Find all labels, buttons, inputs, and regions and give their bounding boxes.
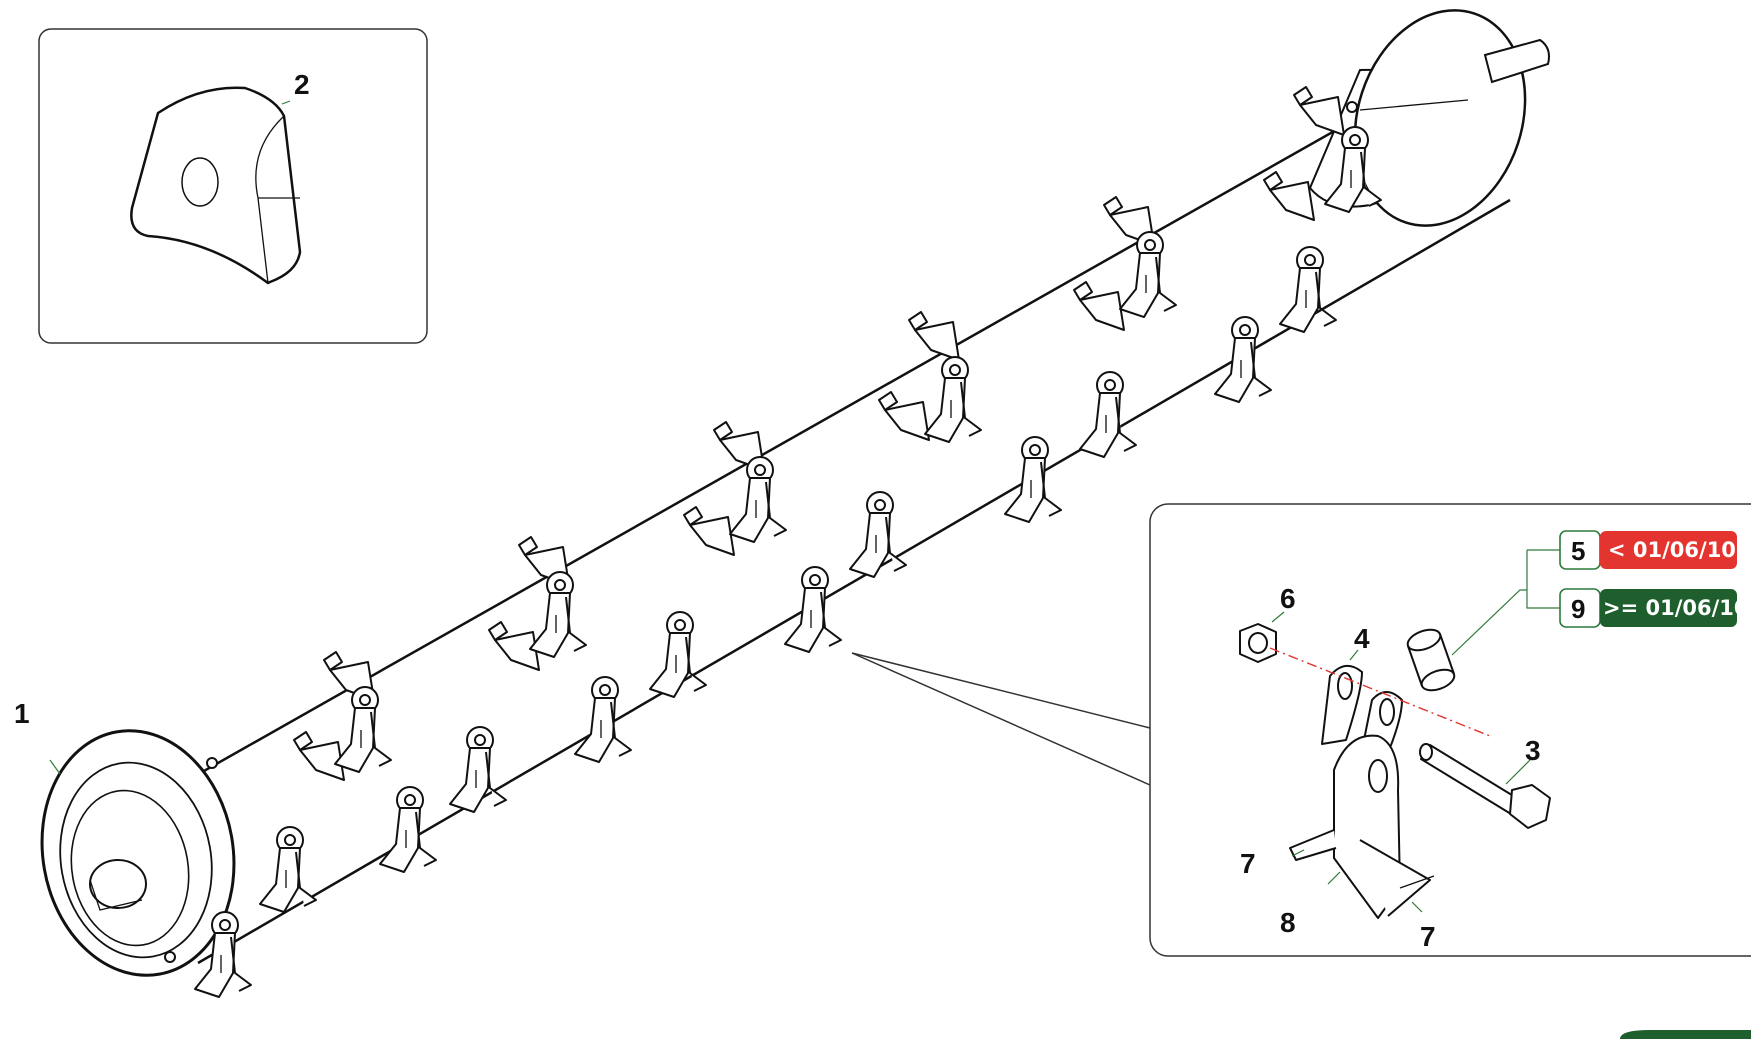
variant-badge-new: 9 >= 01/06/10 bbox=[1559, 588, 1749, 628]
callout-bolt: 3 bbox=[1525, 735, 1541, 766]
callout-blade-holder: 8 bbox=[1280, 907, 1296, 938]
detail-leaders bbox=[851, 652, 1151, 786]
callout-blade-left: 7 bbox=[1240, 848, 1256, 879]
nut-part: 6 bbox=[1239, 583, 1296, 663]
inset-weight: 2 bbox=[38, 28, 428, 344]
callout-shaft: 1 bbox=[14, 698, 30, 729]
callout-blade-right: 7 bbox=[1420, 921, 1436, 952]
callout-weight: 2 bbox=[294, 69, 310, 100]
bushing-part bbox=[1406, 589, 1527, 692]
bolt-part: 3 bbox=[1419, 735, 1551, 829]
variant-number-new: 9 bbox=[1571, 594, 1585, 624]
callout-nut: 6 bbox=[1280, 583, 1296, 614]
link-part: 4 bbox=[1321, 623, 1403, 761]
variant-date-old: < 01/06/10 bbox=[1608, 538, 1736, 562]
corner-tab bbox=[1620, 1030, 1751, 1039]
variant-number-old: 5 bbox=[1571, 536, 1585, 566]
blade-part: 7 8 7 bbox=[1240, 734, 1436, 952]
variant-badges: 5 < 01/06/10 9 >= 01/06/10 bbox=[1526, 530, 1749, 628]
inset-detail: 6 4 7 8 7 bbox=[1149, 503, 1751, 957]
callout-link: 4 bbox=[1354, 623, 1370, 654]
rotor-assembly: 1 bbox=[14, 9, 1550, 977]
variant-badge-old: 5 < 01/06/10 bbox=[1559, 530, 1737, 570]
variant-date-new: >= 01/06/10 bbox=[1603, 596, 1749, 620]
